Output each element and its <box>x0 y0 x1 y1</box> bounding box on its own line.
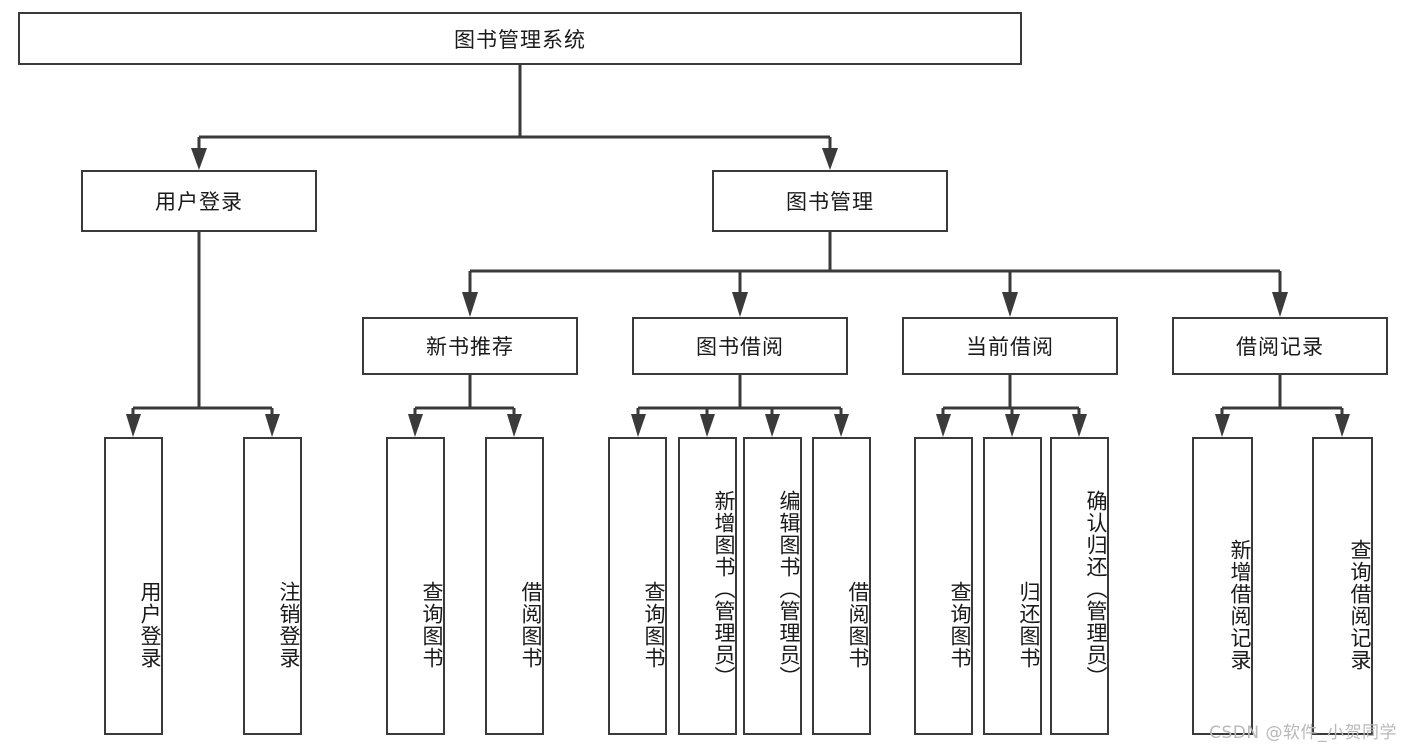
leaf-return-book[interactable]: 归还图书 <box>983 437 1042 735</box>
arrowhead-leaf-borrow-book-2 <box>834 414 849 437</box>
node-book-manage[interactable]: 图书管理 <box>712 170 948 232</box>
leaf-query-book-2-label: 查询图书 <box>642 581 666 669</box>
leaf-add-record-label: 新增借阅记录 <box>1228 539 1252 671</box>
leaf-logout-login-label: 注销登录 <box>277 581 301 669</box>
arrowhead-current-borrow <box>1002 292 1018 317</box>
leaf-borrow-book-1[interactable]: 借阅图书 <box>485 437 544 735</box>
node-book-borrow-label: 图书借阅 <box>696 335 784 359</box>
arrowhead-leaf-user-login <box>126 414 141 437</box>
arrowhead-borrow-record <box>1272 292 1288 317</box>
arrowhead-book-manage <box>822 148 838 170</box>
leaf-add-book-label: 新增图书（管理员） <box>712 490 736 688</box>
node-root-label: 图书管理系统 <box>454 27 586 52</box>
arrowhead-leaf-edit-book <box>765 414 780 437</box>
watermark: CSDN @软件_小贺同学 <box>1209 723 1397 743</box>
leaf-add-record[interactable]: 新增借阅记录 <box>1192 437 1253 735</box>
leaf-query-book-3-label: 查询图书 <box>948 581 972 669</box>
leaf-user-login-label: 用户登录 <box>138 581 162 669</box>
node-current-borrow-label: 当前借阅 <box>966 335 1054 359</box>
node-book-manage-label: 图书管理 <box>786 190 874 214</box>
arrowhead-leaf-logout-login <box>265 414 280 437</box>
arrowhead-leaf-query-book-3 <box>936 414 951 437</box>
leaf-logout-login[interactable]: 注销登录 <box>243 437 302 735</box>
arrowhead-leaf-add-record <box>1215 414 1230 437</box>
node-user-login-label: 用户登录 <box>155 190 243 214</box>
arrowhead-new-book-recommend <box>462 292 478 317</box>
leaf-query-book-1-label: 查询图书 <box>420 581 444 669</box>
arrowhead-leaf-confirm-return <box>1072 414 1087 437</box>
leaf-query-book-3[interactable]: 查询图书 <box>914 437 973 735</box>
leaf-confirm-return[interactable]: 确认归还（管理员） <box>1050 437 1109 735</box>
node-new-book-recommend[interactable]: 新书推荐 <box>362 317 578 375</box>
node-book-borrow[interactable]: 图书借阅 <box>632 317 848 375</box>
leaf-confirm-return-label: 确认归还（管理员） <box>1084 490 1108 688</box>
node-user-login[interactable]: 用户登录 <box>81 170 317 232</box>
node-current-borrow[interactable]: 当前借阅 <box>902 317 1118 375</box>
arrowhead-leaf-return-book <box>1005 414 1020 437</box>
leaf-query-record[interactable]: 查询借阅记录 <box>1312 437 1373 735</box>
arrowhead-user-login <box>191 148 207 170</box>
arrowhead-leaf-borrow-book-1 <box>507 414 522 437</box>
leaf-query-book-1[interactable]: 查询图书 <box>386 437 445 735</box>
leaf-borrow-book-1-label: 借阅图书 <box>519 581 543 669</box>
arrowhead-leaf-query-record <box>1335 414 1350 437</box>
node-borrow-record[interactable]: 借阅记录 <box>1172 317 1388 375</box>
leaf-edit-book[interactable]: 编辑图书（管理员） <box>743 437 802 735</box>
leaf-user-login[interactable]: 用户登录 <box>104 437 163 735</box>
node-new-book-recommend-label: 新书推荐 <box>426 335 514 359</box>
leaf-edit-book-label: 编辑图书（管理员） <box>777 490 801 688</box>
leaf-query-record-label: 查询借阅记录 <box>1348 539 1372 671</box>
leaf-add-book[interactable]: 新增图书（管理员） <box>678 437 737 735</box>
node-borrow-record-label: 借阅记录 <box>1236 335 1324 359</box>
leaf-borrow-book-2-label: 借阅图书 <box>846 581 870 669</box>
arrowhead-leaf-add-book <box>700 414 715 437</box>
arrowhead-leaf-query-book-2 <box>631 414 646 437</box>
leaf-borrow-book-2[interactable]: 借阅图书 <box>812 437 871 735</box>
arrowhead-book-borrow <box>732 292 748 317</box>
node-root[interactable]: 图书管理系统 <box>18 12 1022 65</box>
leaf-query-book-2[interactable]: 查询图书 <box>608 437 667 735</box>
leaf-return-book-label: 归还图书 <box>1017 581 1041 669</box>
arrowhead-leaf-query-book-1 <box>408 414 423 437</box>
